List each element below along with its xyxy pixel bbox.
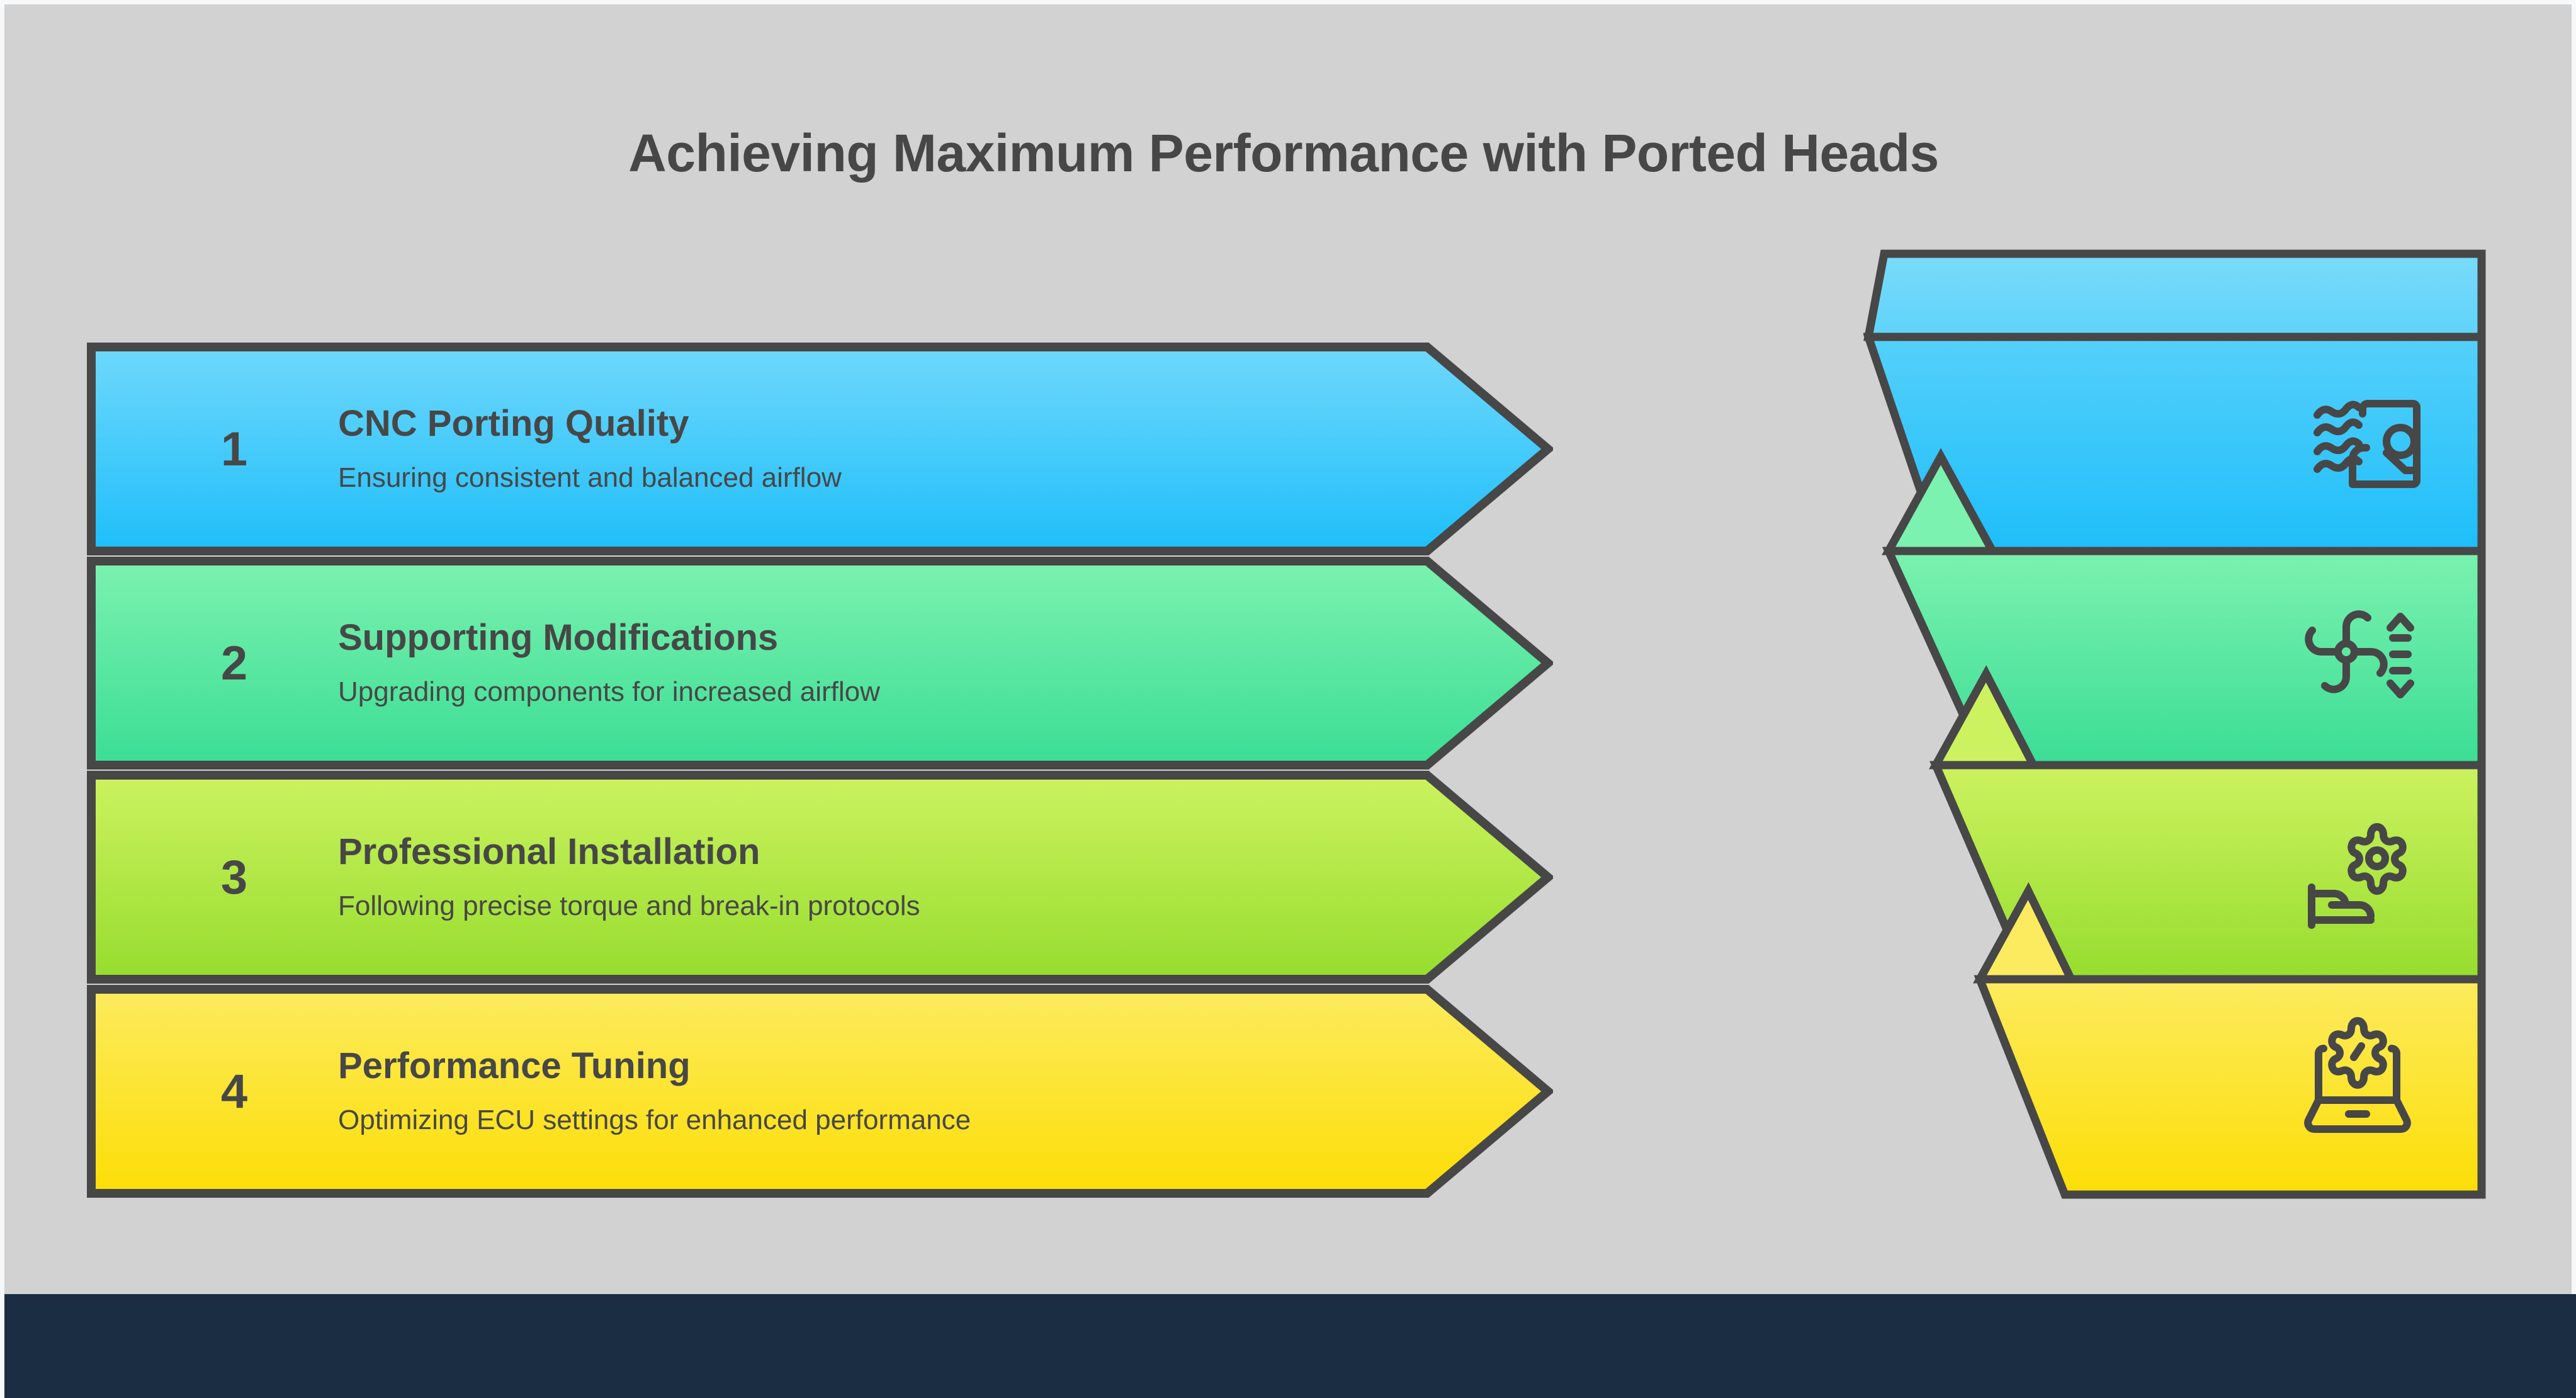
- funnel-cap: [1863, 249, 2486, 341]
- step-number-4: 4: [220, 1064, 248, 1118]
- laptop-gear-icon: [2295, 1011, 2421, 1137]
- chevron-shape-4: [86, 984, 1553, 1198]
- step-text-1: CNC Porting Quality Ensuring consistent …: [338, 342, 1320, 556]
- step-subtext-2: Upgrading components for increased airfl…: [338, 676, 880, 708]
- chevron-step-4[interactable]: 4 Performance Tuning Optimizing ECU sett…: [86, 984, 1553, 1198]
- step-subtext-3: Following precise torque and break-in pr…: [338, 890, 920, 922]
- funnel-segment-4: [1974, 975, 2486, 1199]
- chevron-step-1[interactable]: 1 CNC Porting Quality Ensuring consisten…: [86, 342, 1553, 556]
- step-heading-2: Supporting Modifications: [338, 617, 779, 659]
- step-heading-4: Performance Tuning: [338, 1045, 691, 1087]
- funnel-graphic: [1863, 249, 2487, 1200]
- airflow-panel-icon: [2307, 381, 2433, 507]
- step-heading-3: Professional Installation: [338, 831, 760, 873]
- page-title: Achieving Maximum Performance with Porte…: [628, 123, 1939, 183]
- step-text-4: Performance Tuning Optimizing ECU settin…: [338, 984, 1320, 1198]
- step-text-2: Supporting Modifications Upgrading compo…: [338, 556, 1320, 770]
- chevron-shape-2: [86, 556, 1553, 770]
- step-subtext-1: Ensuring consistent and balanced airflow: [338, 462, 842, 494]
- step-text-3: Professional Installation Following prec…: [338, 770, 1320, 984]
- step-heading-1: CNC Porting Quality: [338, 403, 689, 445]
- chevron-shape-1: [86, 342, 1553, 556]
- footer-bar: [4, 1294, 2576, 1398]
- gear-wrench-icon: [2298, 809, 2424, 935]
- chevron-step-2[interactable]: 2 Supporting Modifications Upgrading com…: [86, 556, 1553, 770]
- steps-chevron-list: 1 CNC Porting Quality Ensuring consisten…: [86, 342, 1553, 1198]
- chevron-content-3: 3 Professional Installation Following pr…: [86, 770, 1345, 984]
- step-subtext-4: Optimizing ECU settings for enhanced per…: [338, 1105, 971, 1136]
- fan-scale-icon: [2301, 589, 2427, 715]
- chevron-shape-3: [86, 770, 1553, 984]
- step-number-3: 3: [220, 850, 248, 904]
- chevron-content-1: 1 CNC Porting Quality Ensuring consisten…: [86, 342, 1345, 556]
- chevron-content-2: 2 Supporting Modifications Upgrading com…: [86, 556, 1345, 770]
- chevron-step-3[interactable]: 3 Professional Installation Following pr…: [86, 770, 1553, 984]
- chevron-content-4: 4 Performance Tuning Optimizing ECU sett…: [86, 984, 1345, 1198]
- step-number-1: 1: [220, 422, 248, 476]
- step-number-2: 2: [220, 636, 248, 690]
